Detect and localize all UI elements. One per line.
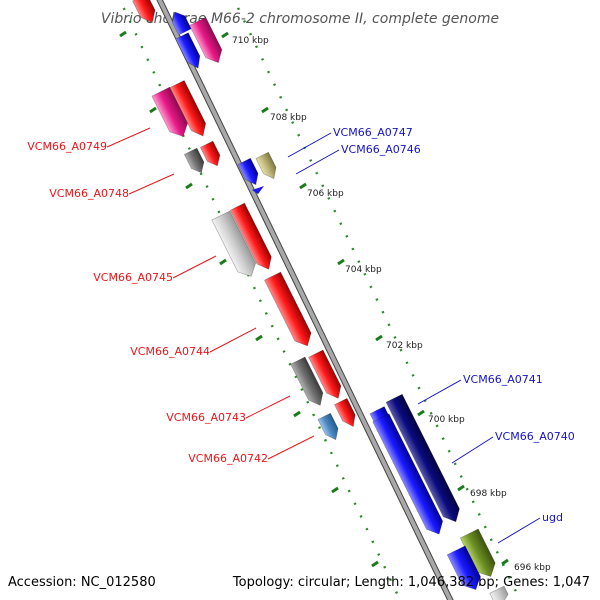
leader-line-10 [497,517,541,544]
tick-label-698: 698 kbp [470,489,507,499]
gene-ugd-blue [446,545,481,591]
gene-label-a0745[interactable]: VCM66_A0745 [93,271,173,284]
tick-mark-13 [331,486,339,494]
gene-a0745-lightgrey [211,210,257,277]
gene-top-red [132,0,156,23]
tick-mark-14 [371,560,379,568]
gene-features [132,0,509,600]
label-leader-lines [106,127,541,544]
tick-mark-2 [299,182,307,190]
leader-line-5 [267,435,315,460]
backbone-line [157,0,453,600]
gene-a0748-red [199,140,221,167]
accession-text: Accession: NC_012580 [8,575,156,590]
gene-label-ugd[interactable]: ugd [542,511,563,524]
leader-line-6 [287,132,332,158]
tick-mark-6 [457,484,465,492]
gene-label-a0743[interactable]: VCM66_A0743 [166,411,246,424]
backbone-layer [156,0,454,600]
leader-line-1 [128,173,175,195]
tick-label-710: 710 kbp [232,36,269,46]
gene-top-blue-a [171,11,192,36]
gene-label-a0746[interactable]: VCM66_A0746 [341,143,421,156]
tick-mark-10 [219,258,227,266]
tick-label-706: 706 kbp [307,189,344,199]
gene-label-a0747[interactable]: VCM66_A0747 [333,126,413,139]
tick-mark-12 [293,410,301,418]
tick-mark-15 [119,30,127,38]
tick-mark-11 [255,334,263,342]
leader-line-9 [451,436,494,464]
gene-label-a0744[interactable]: VCM66_A0744 [130,345,210,358]
gene-label-a0742[interactable]: VCM66_A0742 [188,452,268,465]
leader-line-7 [295,149,340,175]
gene-a0743-grey [290,356,324,406]
gene-top-blue-b [175,32,201,69]
tick-mark-7 [501,558,509,566]
map-title: Vibrio cholerae M66-2 chromosome II, com… [101,11,499,27]
tick-marks [119,30,509,568]
leader-line-8 [417,379,462,405]
gene-label-a0749[interactable]: VCM66_A0749 [27,140,107,153]
dotted-guide-1 [232,0,522,600]
tick-mark-8 [149,106,157,114]
gene-top-pink [189,17,223,63]
tick-label-708: 708 kbp [270,113,307,123]
leader-line-3 [209,327,257,353]
gene-a0745-red [229,202,272,270]
gene-label-a0741[interactable]: VCM66_A0741 [463,373,543,386]
tick-label-704: 704 kbp [345,265,382,275]
gene-a0743-red [308,349,342,399]
tick-label-696: 696 kbp [514,563,551,573]
gene-a0748-grey [183,147,205,174]
tick-mark-1 [261,106,269,114]
gene-label-a0748[interactable]: VCM66_A0748 [49,187,129,200]
gene-label-a0740[interactable]: VCM66_A0740 [495,430,575,443]
tick-label-700: 700 kbp [428,415,465,425]
gene-a0742-steel [317,412,339,441]
tick-mark-0 [221,31,229,39]
leader-line-2 [172,255,217,279]
gene-a0741-navy [385,393,460,523]
tick-mark-9 [185,182,193,190]
leader-line-0 [106,127,151,148]
gene-bottom-lightblue [489,585,509,600]
dotted-guide-0 [118,0,402,600]
tick-mark-5 [417,409,425,417]
genome-summary-text: Topology: circular; Length: 1,046,382 bp… [232,575,590,590]
gene-a0740-blue [372,413,443,535]
tick-label-702: 702 kbp [386,341,423,351]
tick-mark-3 [337,258,345,266]
gene-a0747-blue [237,157,259,186]
gene-a0746-small-marker [252,186,264,194]
leader-line-4 [245,395,291,419]
gene-a0742-red [334,397,356,427]
gene-a0746-khaki [255,151,277,180]
gene-a0744-red [264,271,312,347]
gene-a0749-red [169,80,206,137]
gene-a0749-pink [151,86,188,137]
tick-mark-4 [375,334,383,342]
